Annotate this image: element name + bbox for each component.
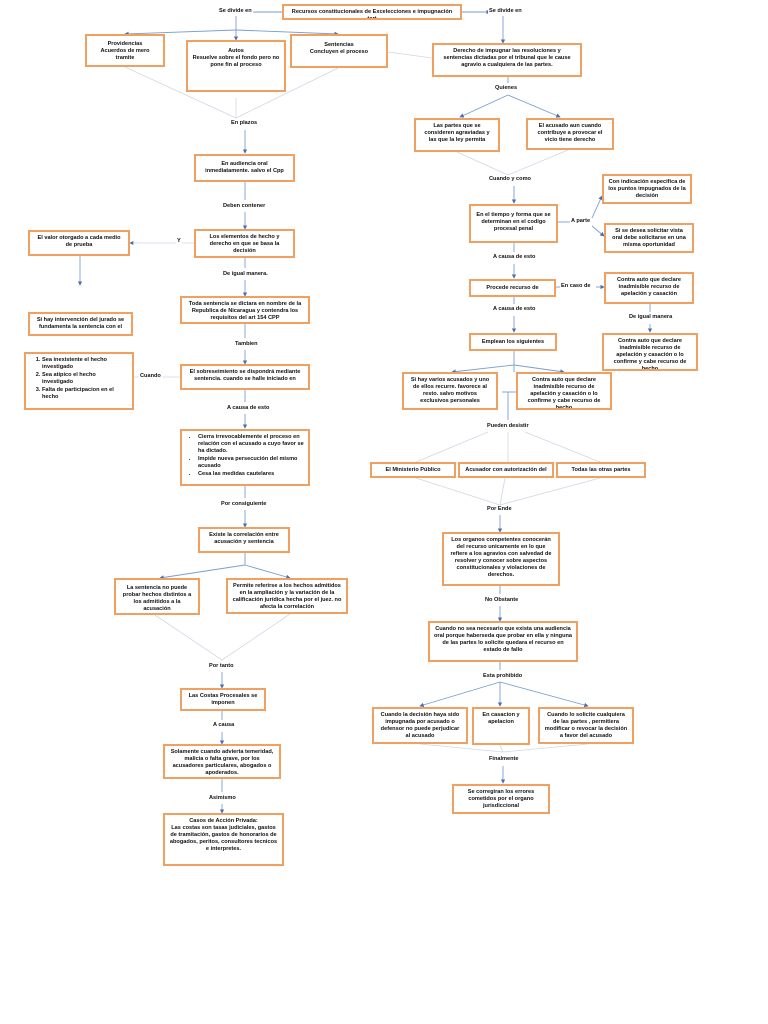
right-connector-label: Se divide en [488,8,523,15]
finalmente-label: Finalmente [488,756,520,763]
asimismo-label: Asimismo [208,795,237,802]
causales-list: Sea inexistente el hecho investigado Sea… [30,357,128,401]
autos-box: Autos Resuelve sobre el fondo pero no po… [186,40,286,92]
solamente-box: Solamente cuando advierta temeridad, mal… [163,744,281,779]
por-consiguiente-label: Por consiguiente [220,501,268,508]
casacion-apelacion-box: En casacion y apelacion [472,707,530,745]
procede-recurso-box: Procede recurso de [469,279,556,297]
ministerio-publico-box: El Ministerio Público [370,462,456,478]
accion-privada-box: Casos de Acción Privada: Las costas son … [163,813,284,866]
vista-oral-box: Si se desea solicitar vista oral debe so… [604,223,694,253]
organos-box: Los organos competentes conocerán del re… [442,532,560,586]
nombre-republica-box: Toda sentencia se dictara en nombre de l… [180,296,310,324]
solicite-partes-box: Cuando lo solicite cualquiera de las par… [538,707,634,744]
efecto-item: Cesa las medidas cautelares [198,471,304,478]
correlacion-box: Existe la correlación entre acusación y … [198,527,290,553]
acusador-autorizacion-box: Acusador con autorización del [458,462,554,478]
contra-auto-box-3: Contra auto que declare inadmisible recu… [516,372,612,410]
por-tanto-label: Por tanto [208,663,235,670]
cuando-label: Cuando [139,373,162,380]
sobreseimiento-box: El sobreseimiento se dispondrá mediante … [180,364,310,390]
todas-partes-box: Todas las otras partes [556,462,646,478]
contra-auto-box-1: Contra auto que declare inadmisible recu… [604,272,694,304]
permite-box: Permite referirse a los hechos admitidos… [226,578,348,614]
de-igual-manera-label: De igual manera [628,314,674,321]
efecto-item: Cierra irrevocablemente el proceso en re… [198,434,304,455]
causal-item: Sea atipico el hecho investigado [42,372,128,386]
decision-impugnada-box: Cuando la decisión haya sido impugnada p… [372,707,468,744]
a-parte-label: A parte [570,218,592,225]
costas-box: Las Costas Procesales se imponen [180,688,266,711]
emplean-box: Emplean los siguientes [469,333,557,351]
y-label: Y [176,238,182,245]
causal-item: Falta de participacion en el hecho [42,387,128,401]
partes-agraviadas-box: Las partes que se consideren agraviadas … [414,118,500,152]
a-causa-esto-label-2: A causa de esto [492,306,537,313]
efectos-list: Cierra irrevocablemente el proceso en re… [186,434,304,478]
cuando-como-label: Cuando y como [488,176,532,183]
acusado-derecho-box: El acusado aun cuando contribuye a provo… [526,118,614,150]
audiencia-oral-box: Cuando no sea necesario que exista una a… [428,621,578,662]
providencias-box: Providencias Acuerdos de mero tramite [85,34,165,67]
sentencias-box: Sentencias Concluyen el proceso [290,34,388,68]
en-plazos-label: En plazos [230,120,259,127]
left-connector-label: Se divide en [218,8,253,15]
quienes-label: Quienes [494,85,519,92]
esta-prohibido-label: Esta prohibido [482,673,524,680]
tiempo-forma-box: En el tiempo y forma que se determinan e… [469,204,558,243]
contra-auto-box-2: Contra auto que declare inadmisible recu… [602,333,698,371]
igual-manera-label: De igual manera. [222,271,269,278]
title-box: Recursos constitucionales de Exceleccion… [282,4,462,20]
indicacion-box: Con indicación especifica de los puntos … [602,174,692,204]
errores-box: Se corregiran los errores cometidos por … [452,784,550,814]
jurado-box: Si hay intervención del jurado se fundam… [28,312,133,336]
no-probar-box: La sentencia no puede probar hechos dist… [114,578,200,615]
efecto-item: Impide nueva persecución del mismo acusa… [198,456,304,470]
derecho-impugnar-box: Derecho de impugnar las resoluciones y s… [432,43,582,77]
en-caso-de-label: En caso de [560,283,592,290]
audiencia-box: En audiencia oral inmediatamente. salvo … [194,154,295,182]
a-causa-label: A causa [212,722,236,729]
por-ende-label: Por Ende [486,506,513,513]
deben-contener-label: Deben contener [222,203,267,210]
causal-item: Sea inexistente el hecho investigado [42,357,128,371]
pueden-desistir-label: Pueden desistir [486,423,530,430]
elementos-box: Los elementos de hecho y derecho en que … [194,229,295,258]
varios-acusados-box: Si hay varios acusados y uno de ellos re… [402,372,498,410]
a-causa-de-esto-label: A causa de esto [226,405,271,412]
a-causa-esto-label-1: A causa de esto [492,254,537,261]
efectos-box: Cierra irrevocablemente el proceso en re… [180,429,310,486]
causales-box: Sea inexistente el hecho investigado Sea… [24,352,134,410]
tambien-label: Tambien [234,341,259,348]
no-obstante-label: No Obstante [484,597,520,604]
valor-box: El valor otorgado a cada medio de prueba [28,230,130,256]
